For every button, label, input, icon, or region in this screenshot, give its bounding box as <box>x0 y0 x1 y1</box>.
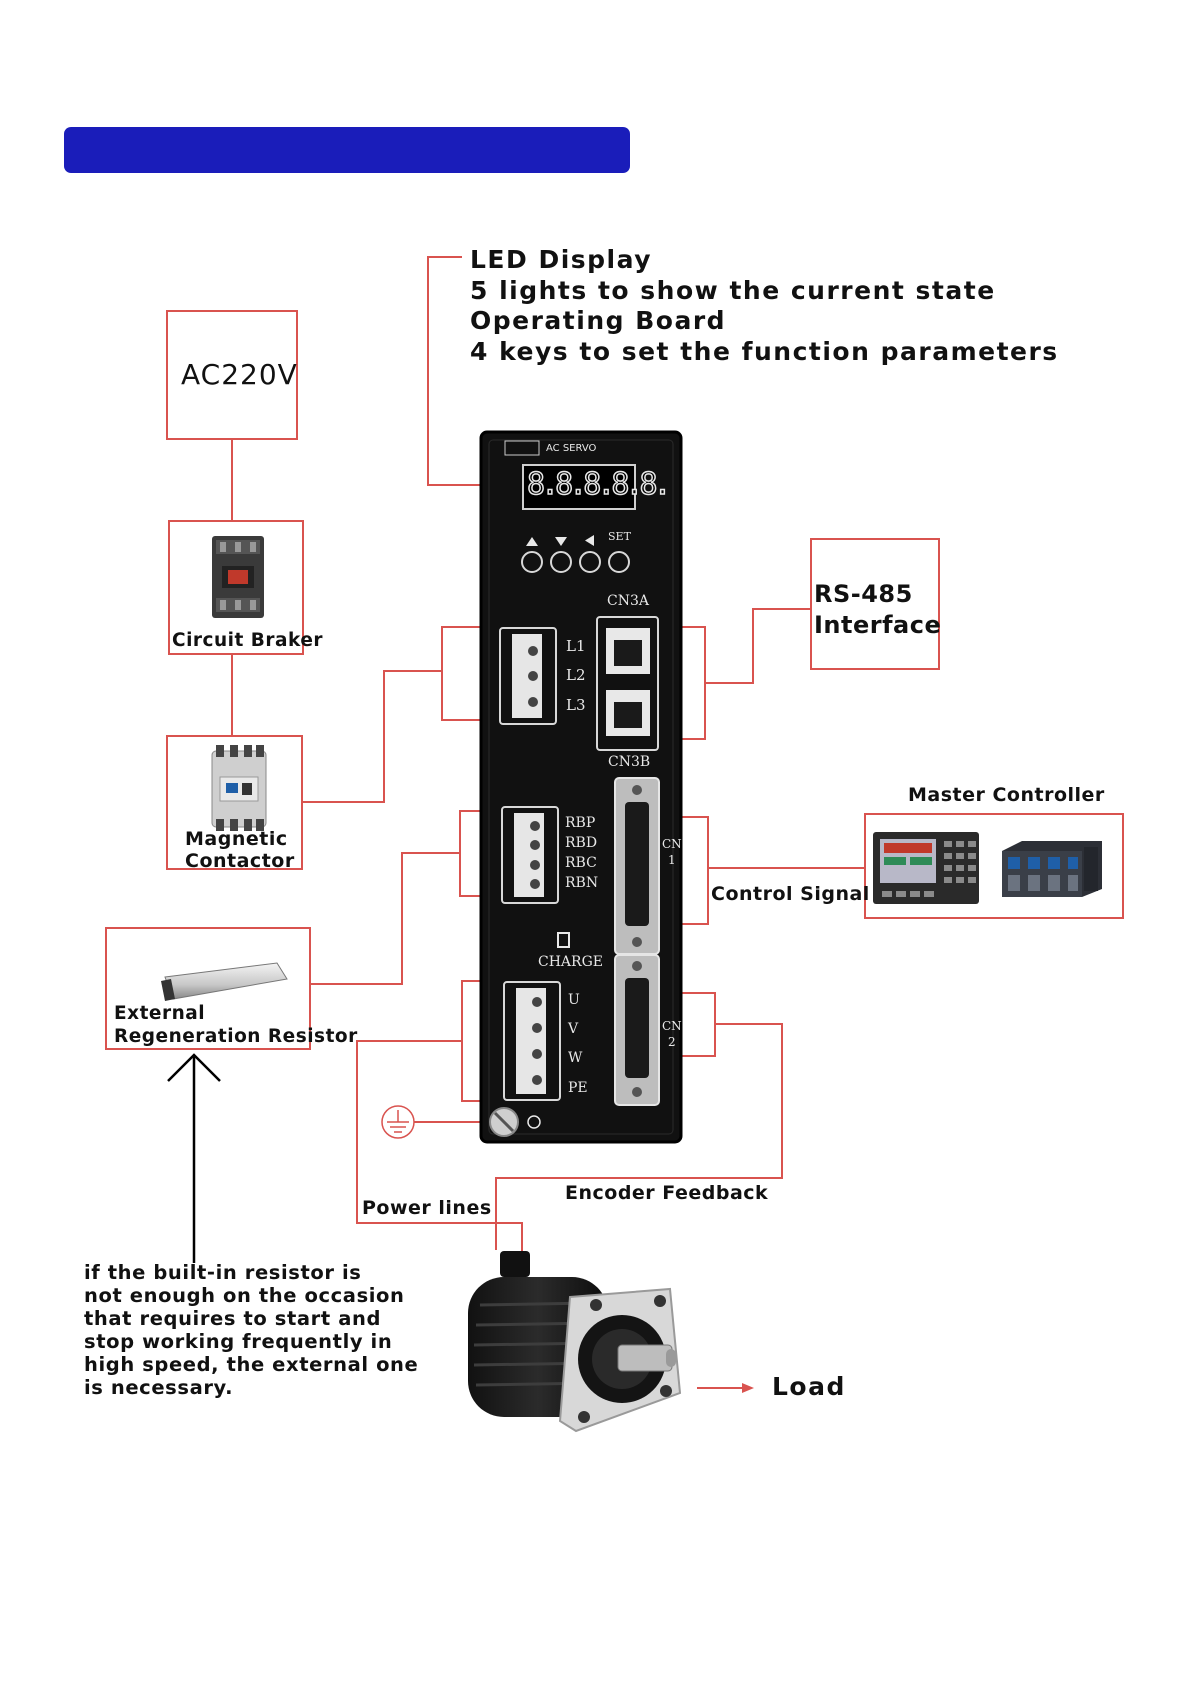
note-arrow-head <box>167 1053 221 1082</box>
terminal-rbc: RBC <box>565 855 597 871</box>
terminal-w: W <box>568 1050 583 1066</box>
terminal-l1: L1 <box>566 637 586 655</box>
rs485-box: RS-485 Interface <box>810 538 942 670</box>
servo-motor-icon <box>468 1251 682 1433</box>
regeneration-note: if the built-in resistor is not enough o… <box>84 1261 418 1399</box>
led-callout-line: 4 keys to set the function parameters <box>470 336 1059 366</box>
led-callout-line: 5 lights to show the current state <box>470 275 996 305</box>
wire-rs485 <box>705 608 810 684</box>
led-callout: LED Display 5 lights to show the current… <box>470 245 1059 367</box>
cn2-label: CN 2 <box>662 1018 682 1050</box>
led-digits: 8.8.8.8.8. <box>526 466 672 503</box>
note-line: high speed, the external one <box>84 1353 419 1376</box>
wire-cn1-bracket <box>628 816 709 925</box>
header-bar <box>64 127 630 173</box>
wire-led-callout <box>427 256 483 486</box>
set-key-label: SET <box>608 530 631 543</box>
terminal-rbp: RBP <box>565 815 596 831</box>
cn3a-label: CN3A <box>607 593 649 609</box>
terminal-pe: PE <box>568 1080 588 1096</box>
terminal-v: V <box>568 1021 579 1037</box>
charge-label: CHARGE <box>538 954 603 970</box>
contactor-label-2: Contactor <box>185 850 295 872</box>
terminal-l2: L2 <box>566 666 586 684</box>
cn2-label-top: CN <box>662 1019 682 1033</box>
master-controller-box <box>864 813 1124 919</box>
resistor-label-2: Regeneration Resistor <box>114 1026 358 1047</box>
rs485-label-2: Interface <box>814 611 942 639</box>
terminal-rbn: RBN <box>565 875 599 891</box>
wire-rb-bracket <box>459 810 500 897</box>
plc-icon <box>1002 841 1102 897</box>
contactor-box: Magnetic Contactor <box>166 735 303 872</box>
drive-brand: AC SERVO <box>546 443 597 454</box>
contactor-icon <box>211 745 267 831</box>
wire-resistor-rb <box>311 852 460 985</box>
contactor-label-1: Magnetic <box>185 828 288 850</box>
ac220v-label: AC220V <box>181 358 298 391</box>
control-signal-label: Control Signal <box>711 883 870 905</box>
cn3b-label: CN3B <box>608 754 651 770</box>
hmi-panel-icon <box>873 832 979 904</box>
cn2-label-num: 2 <box>668 1035 676 1049</box>
ac220v-box: AC220V <box>166 310 298 440</box>
circuit-breaker-label: Circuit Braker <box>172 630 323 651</box>
power-lines-label: Power lines <box>362 1197 492 1219</box>
wire-power-lines <box>356 1040 523 1260</box>
rs485-label-1: RS-485 <box>814 580 913 608</box>
encoder-feedback-label: Encoder Feedback <box>565 1182 769 1204</box>
terminal-u: U <box>568 992 580 1008</box>
terminal-rbd: RBD <box>565 835 598 851</box>
wire-uvw-bracket <box>461 980 502 1102</box>
load-arrow-head <box>742 1383 754 1393</box>
load-label: Load <box>772 1372 846 1401</box>
wire-cn3-bracket <box>625 626 706 740</box>
note-line: stop working frequently in <box>84 1330 393 1353</box>
ground-icon <box>381 1105 415 1139</box>
master-controller-title: Master Controller <box>908 784 1105 806</box>
note-line: that requires to start and <box>84 1307 381 1330</box>
note-line: is necessary. <box>84 1376 234 1399</box>
resistor-box: External Regeneration Resistor <box>105 927 357 1050</box>
resistor-label-1: External <box>114 1003 206 1024</box>
cn1-label: CN 1 <box>662 836 682 868</box>
led-callout-line: LED Display <box>470 245 653 274</box>
cn1-label-num: 1 <box>668 853 676 867</box>
note-line: not enough on the occasion <box>84 1284 405 1307</box>
wire-encoder <box>495 1023 783 1250</box>
cn1-label-top: CN <box>662 837 682 851</box>
led-callout-line: Operating Board <box>470 306 727 335</box>
terminal-l3: L3 <box>566 696 586 714</box>
circuit-breaker-icon <box>212 536 264 618</box>
note-line: if the built-in resistor is <box>84 1261 362 1284</box>
circuit-breaker-box: Circuit Braker <box>168 520 323 655</box>
wire-contactor-l <box>303 670 442 803</box>
resistor-icon <box>161 962 288 1001</box>
wire-l-bracket <box>441 626 498 721</box>
